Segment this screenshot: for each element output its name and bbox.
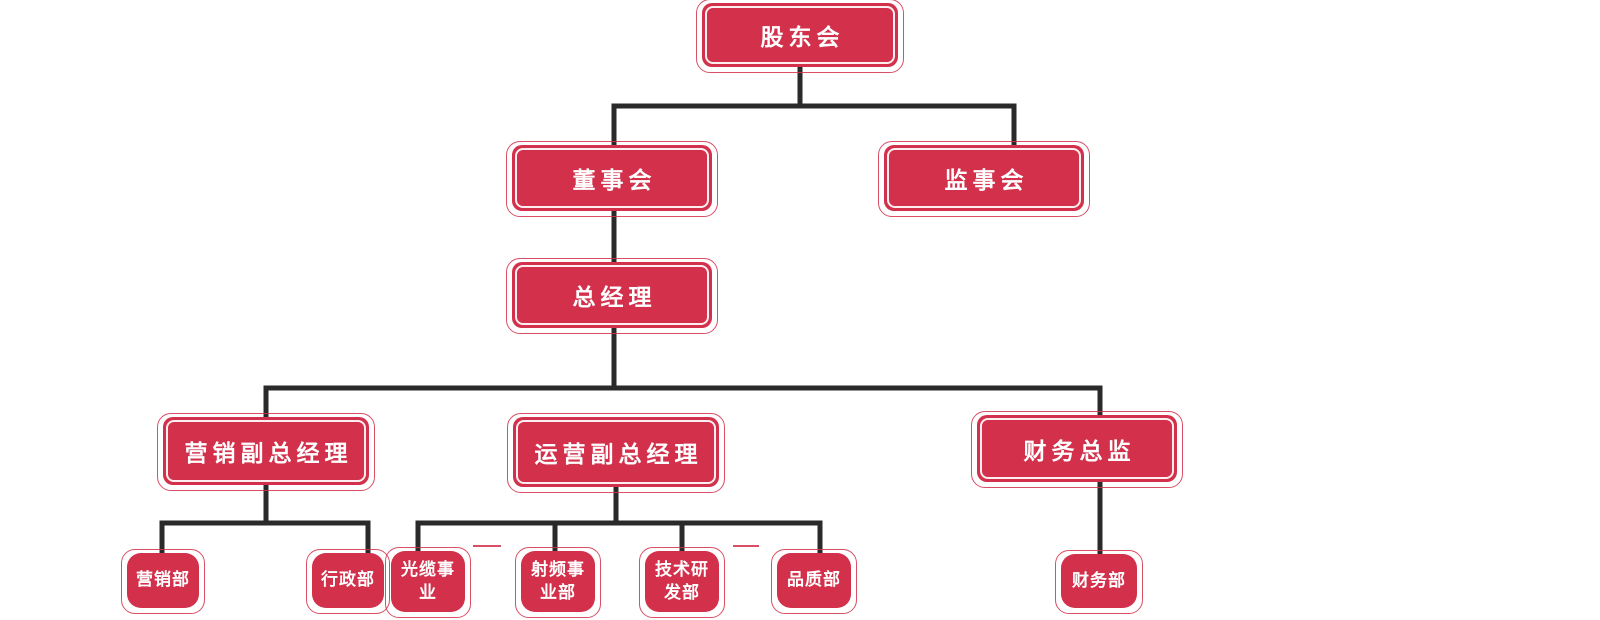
- connector-gm-vps: [263, 385, 1103, 420]
- org-node-quality-dept[interactable]: 品质部: [771, 549, 857, 614]
- org-node-rf-division[interactable]: 射频事业部: [515, 547, 601, 618]
- node-label: 财务部: [1072, 570, 1126, 590]
- node-label: 品质部: [787, 570, 841, 590]
- node-label: 监事会: [944, 167, 1029, 193]
- org-node-finance-dept[interactable]: 财务部: [1055, 550, 1143, 614]
- node-label: 财务总监: [1023, 437, 1136, 464]
- node-label: 总经理: [572, 284, 657, 310]
- org-node-marketing-vp[interactable]: 营销副总经理: [157, 413, 375, 491]
- node-label: 行政部: [321, 570, 375, 590]
- org-node-supervisory-board[interactable]: 监事会: [878, 141, 1090, 217]
- node-label: 射频事业部: [531, 559, 585, 602]
- node-label: 股东会: [760, 24, 845, 50]
- node-label: 运营副总经理: [534, 441, 703, 467]
- node-label: 光缆事业: [401, 559, 455, 602]
- org-node-general-manager[interactable]: 总经理: [506, 258, 718, 334]
- node-label: 营销副总经理: [184, 440, 353, 466]
- org-node-finance-director[interactable]: 财务总监: [971, 411, 1183, 488]
- org-node-optical-cable-division[interactable]: 光缆事业: [385, 547, 471, 618]
- org-node-admin-dept[interactable]: 行政部: [306, 549, 390, 614]
- connector-board-supervisory: [611, 103, 1017, 148]
- org-node-shareholders-meeting[interactable]: 股东会: [696, 0, 904, 73]
- red-dash-artifact: [733, 545, 759, 547]
- org-node-marketing-dept[interactable]: 营销部: [121, 549, 205, 614]
- node-label: 董事会: [572, 167, 657, 193]
- connector-marketing-depts: [159, 520, 371, 556]
- connector-operations-depts: [415, 520, 823, 556]
- org-node-rd-dept[interactable]: 技术研发部: [639, 547, 725, 618]
- red-dash-artifact: [473, 545, 501, 547]
- org-node-operations-vp[interactable]: 运营副总经理: [507, 413, 725, 493]
- node-label: 技术研发部: [655, 559, 709, 602]
- node-label: 营销部: [136, 570, 190, 590]
- org-node-board-of-directors[interactable]: 董事会: [506, 141, 718, 217]
